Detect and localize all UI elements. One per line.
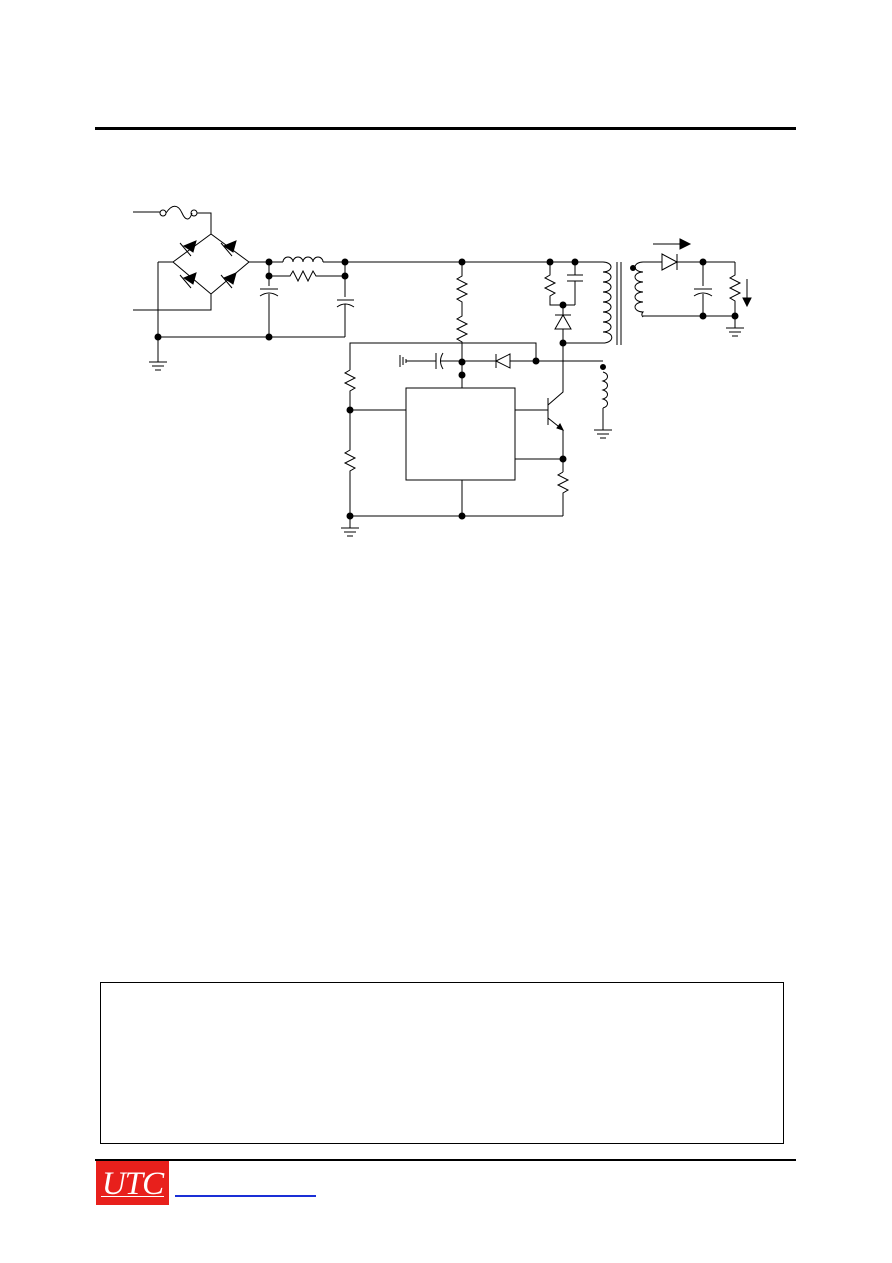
ac-input-fuse	[133, 205, 212, 311]
feedback-divider	[341, 369, 563, 537]
logo-text: UTC	[101, 1165, 164, 1202]
flyback-transformer	[594, 261, 645, 439]
startup-resistors	[455, 258, 469, 388]
switch-transistor	[547, 343, 570, 516]
footer-rule	[95, 1159, 796, 1161]
header-rule	[95, 127, 796, 130]
input-filter	[259, 256, 462, 337]
logo-underline	[101, 1195, 164, 1197]
ground-left	[149, 333, 345, 371]
controller-ic	[405, 387, 563, 516]
vcc-supply	[349, 342, 603, 370]
snubber-network	[462, 258, 603, 347]
secondary-output	[643, 238, 752, 337]
note-box	[100, 982, 784, 1144]
utc-logo: UTC	[96, 1161, 169, 1205]
website-link[interactable]	[175, 1195, 316, 1197]
application-circuit-schematic	[133, 205, 752, 537]
bridge-rectifier	[157, 233, 270, 337]
